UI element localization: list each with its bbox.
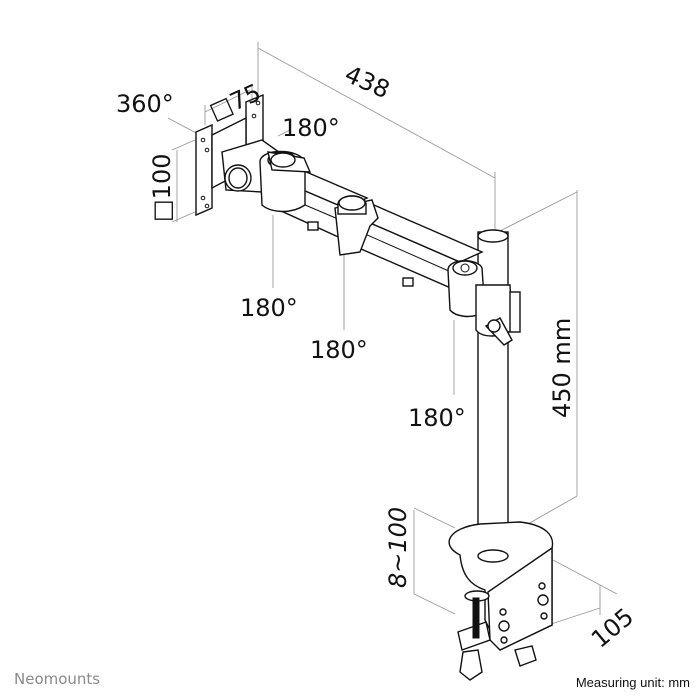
label-joint1-180: 180° (240, 294, 298, 322)
label-pole-height-450: 450 mm (548, 317, 576, 418)
label-desk-thickness: 8~100 (384, 506, 412, 588)
dimension-lines (167, 42, 618, 627)
tilt-head (195, 93, 312, 217)
label-vesa-rotation-360: 360° (116, 90, 174, 118)
label-pole-joint-180: 180° (408, 404, 466, 432)
measuring-unit-note: Measuring unit: mm (575, 675, 690, 690)
desk-clamp (448, 521, 554, 681)
brand-logo-text: Neomounts (14, 670, 101, 688)
label-vesa-100: □100 (148, 153, 176, 222)
label-tilt-180: 180° (282, 114, 340, 142)
label-joint2-180: 180° (310, 336, 368, 364)
arm (266, 164, 521, 346)
